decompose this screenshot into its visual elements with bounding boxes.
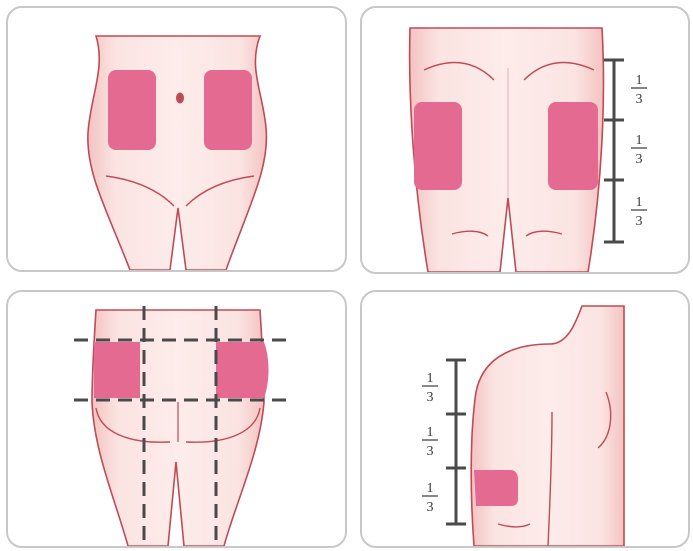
injection-area-left-thigh	[414, 102, 462, 190]
abdomen-illustration	[8, 8, 345, 270]
svg-text:3: 3	[427, 444, 434, 459]
navel	[176, 93, 184, 104]
injection-area-right-abdomen	[204, 70, 252, 150]
svg-text:3: 3	[636, 214, 643, 229]
thighs-panel: 1 3 1 3 1 3	[360, 6, 690, 274]
svg-text:3: 3	[427, 500, 434, 515]
upper-arm-panel: 1 3 1 3 1 3	[360, 290, 690, 548]
svg-text:3: 3	[636, 92, 643, 107]
svg-text:1: 1	[636, 195, 643, 210]
svg-text:3: 3	[427, 390, 434, 405]
buttocks-panel	[6, 290, 347, 548]
scale-fraction-arm-3: 1 3	[422, 481, 438, 515]
thirds-scale-arm	[446, 360, 466, 524]
svg-text:1: 1	[636, 133, 643, 148]
svg-text:1: 1	[636, 73, 643, 88]
buttocks-illustration	[8, 292, 345, 546]
thirds-scale	[604, 60, 624, 242]
injection-area-left-abdomen	[108, 70, 156, 150]
svg-text:3: 3	[636, 152, 643, 167]
svg-text:1: 1	[427, 425, 434, 440]
scale-fraction-arm-2: 1 3	[422, 425, 438, 459]
scale-fraction-3: 1 3	[631, 195, 647, 229]
shoulder-arm-outline	[471, 306, 624, 546]
upper-arm-illustration: 1 3 1 3 1 3	[362, 292, 688, 546]
svg-text:1: 1	[427, 371, 434, 386]
injection-area-right-thigh	[548, 102, 598, 190]
injection-area-left-buttock	[94, 342, 140, 398]
scale-fraction-1: 1 3	[631, 73, 647, 107]
svg-text:1: 1	[427, 481, 434, 496]
scale-fraction-arm-1: 1 3	[422, 371, 438, 405]
injection-area-upper-arm	[474, 470, 518, 506]
injection-area-right-buttock	[216, 342, 269, 398]
abdomen-panel	[6, 6, 347, 272]
scale-fraction-2: 1 3	[631, 133, 647, 167]
thighs-illustration: 1 3 1 3 1 3	[362, 8, 688, 272]
